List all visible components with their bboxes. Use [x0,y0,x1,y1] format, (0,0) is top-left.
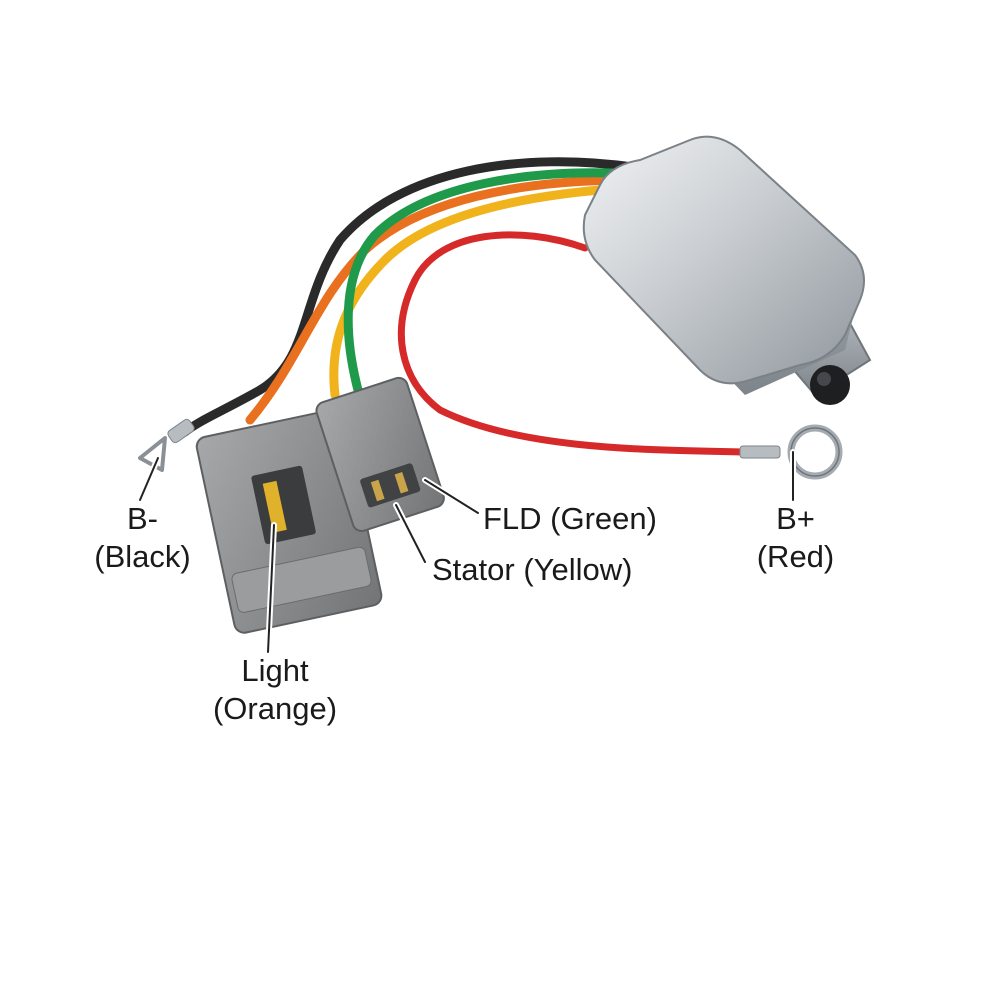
wire-yellow [329,183,630,400]
b-plus-terminal-text: B+ [776,501,815,536]
b-minus-color-text: (Black) [94,539,191,574]
wire-orange [245,175,635,425]
mounting-screw [810,365,850,405]
light-terminal-text: Light [241,653,309,688]
stator-label: Stator (Yellow) [432,551,632,589]
callout-lines-outline [139,451,794,653]
wire-bundle [180,157,749,456]
b-plus-color-text: (Red) [756,539,835,574]
b-minus-terminal [138,418,195,472]
wire-black [180,157,645,437]
regulator-housing [582,135,872,405]
light-color-text: (Orange) [212,691,338,726]
b-plus-terminal [739,424,843,480]
stator-fld-connector [315,376,445,532]
wire-red [397,231,749,456]
fld-label: FLD (Green) [483,500,657,538]
fld-text: FLD (Green) [483,501,657,536]
b-minus-leader [139,457,159,501]
light-label: Light (Orange) [195,652,355,728]
stator-leader [395,504,426,563]
housing-top [582,135,865,385]
b-minus-label: B- (Black) [80,500,205,576]
stator-text: Stator (Yellow) [432,552,633,587]
b-minus-terminal-text: B- [127,501,158,536]
light-leader [267,524,275,653]
b-plus-label: B+ (Red) [738,500,853,576]
wire-green [343,168,640,395]
fld-leader [424,479,479,514]
